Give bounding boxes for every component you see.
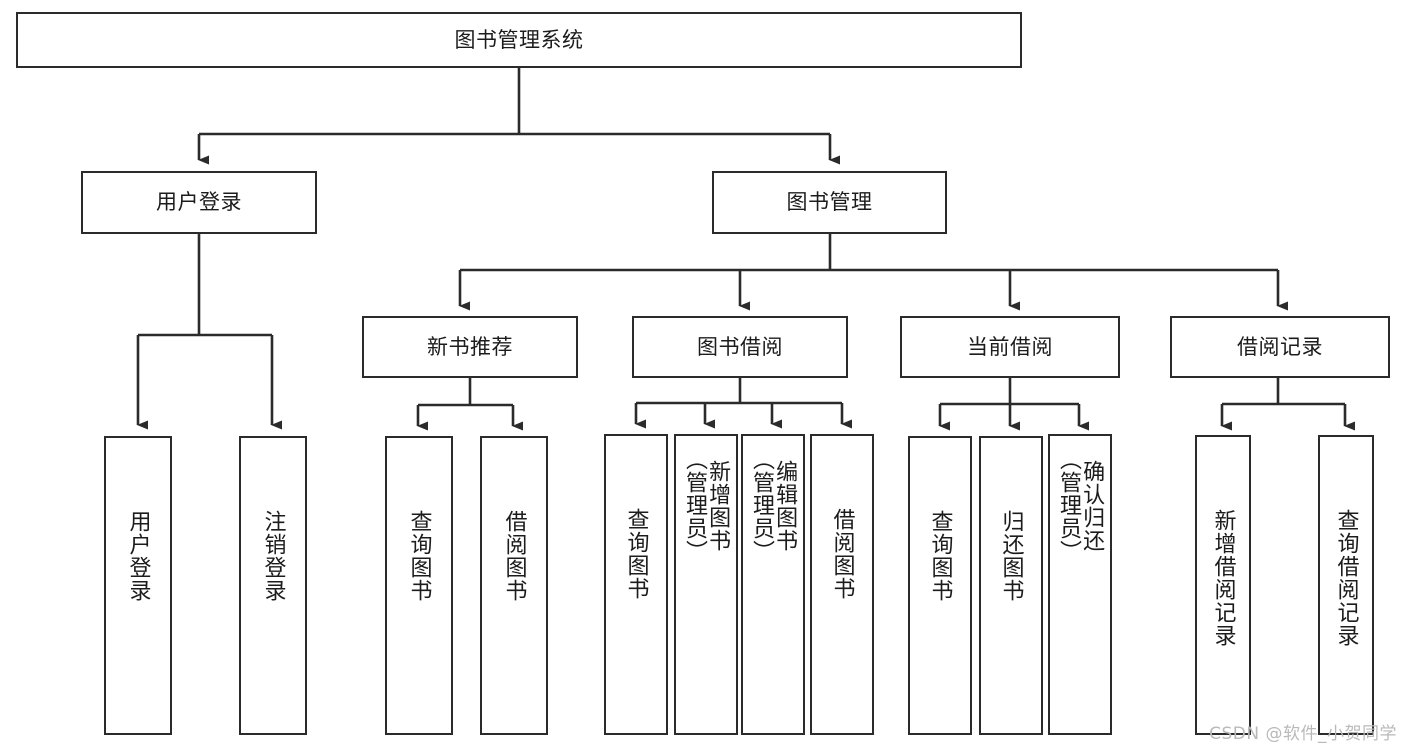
- leaf-current-return-book-label: 归还图书: [998, 510, 1024, 602]
- leaf-records-add-label: 新增借阅记录: [1210, 509, 1236, 647]
- node-root-label: 图书管理系统: [454, 27, 584, 52]
- node-user-login[interactable]: 用户登录: [81, 171, 317, 234]
- leaf-current-return-book[interactable]: 归还图书: [979, 436, 1043, 735]
- leaf-user-login-signin[interactable]: 用户登录: [104, 436, 172, 735]
- leaf-user-login-signin-label: 用户登录: [125, 510, 151, 602]
- node-current-borrow-label: 当前借阅: [967, 334, 1053, 359]
- node-borrow-records-label: 借阅记录: [1237, 334, 1323, 359]
- leaf-borrow-edit-book[interactable]: 编辑图书（管理员）: [741, 434, 805, 735]
- leaf-current-confirm-return[interactable]: 确认归还（管理员）: [1048, 434, 1112, 735]
- node-book-borrow-label: 图书借阅: [697, 334, 783, 359]
- node-book-management[interactable]: 图书管理: [712, 171, 947, 234]
- leaf-new-book-borrow[interactable]: 借阅图书: [480, 436, 548, 735]
- leaf-current-query-book-label: 查询图书: [927, 510, 953, 602]
- node-borrow-records[interactable]: 借阅记录: [1170, 316, 1390, 378]
- node-new-book-recommend-label: 新书推荐: [427, 334, 513, 359]
- leaf-borrow-add-book[interactable]: 新增图书（管理员）: [674, 434, 738, 735]
- leaf-user-login-signout-label: 注销登录: [260, 510, 286, 602]
- leaf-records-query-label: 查询借阅记录: [1333, 509, 1359, 647]
- leaf-borrow-add-book-label: 新增图书（管理员）: [682, 448, 731, 563]
- leaf-new-book-query-label: 查询图书: [406, 510, 432, 602]
- leaf-current-query-book[interactable]: 查询图书: [908, 436, 972, 735]
- node-current-borrow[interactable]: 当前借阅: [900, 316, 1120, 378]
- leaf-user-login-signout[interactable]: 注销登录: [239, 436, 307, 735]
- leaf-borrow-query-book[interactable]: 查询图书: [604, 434, 668, 735]
- leaf-borrow-borrow-book-label: 借阅图书: [829, 508, 855, 600]
- node-user-login-label: 用户登录: [156, 190, 242, 215]
- leaf-new-book-borrow-label: 借阅图书: [501, 510, 527, 602]
- leaf-new-book-query[interactable]: 查询图书: [385, 436, 453, 735]
- leaf-borrow-query-book-label: 查询图书: [623, 508, 649, 600]
- node-book-management-label: 图书管理: [786, 190, 873, 215]
- leaf-borrow-borrow-book[interactable]: 借阅图书: [810, 434, 874, 735]
- node-book-borrow[interactable]: 图书借阅: [632, 316, 848, 378]
- leaf-records-query[interactable]: 查询借阅记录: [1318, 435, 1374, 735]
- csdn-watermark: CSDN @软件_小贺同学: [1209, 724, 1397, 744]
- node-root[interactable]: 图书管理系统: [16, 12, 1022, 68]
- leaf-records-add[interactable]: 新增借阅记录: [1195, 435, 1251, 735]
- leaf-current-confirm-return-label: 确认归还（管理员）: [1056, 448, 1105, 563]
- leaf-borrow-edit-book-label: 编辑图书（管理员）: [749, 448, 798, 563]
- node-new-book-recommend[interactable]: 新书推荐: [362, 316, 578, 378]
